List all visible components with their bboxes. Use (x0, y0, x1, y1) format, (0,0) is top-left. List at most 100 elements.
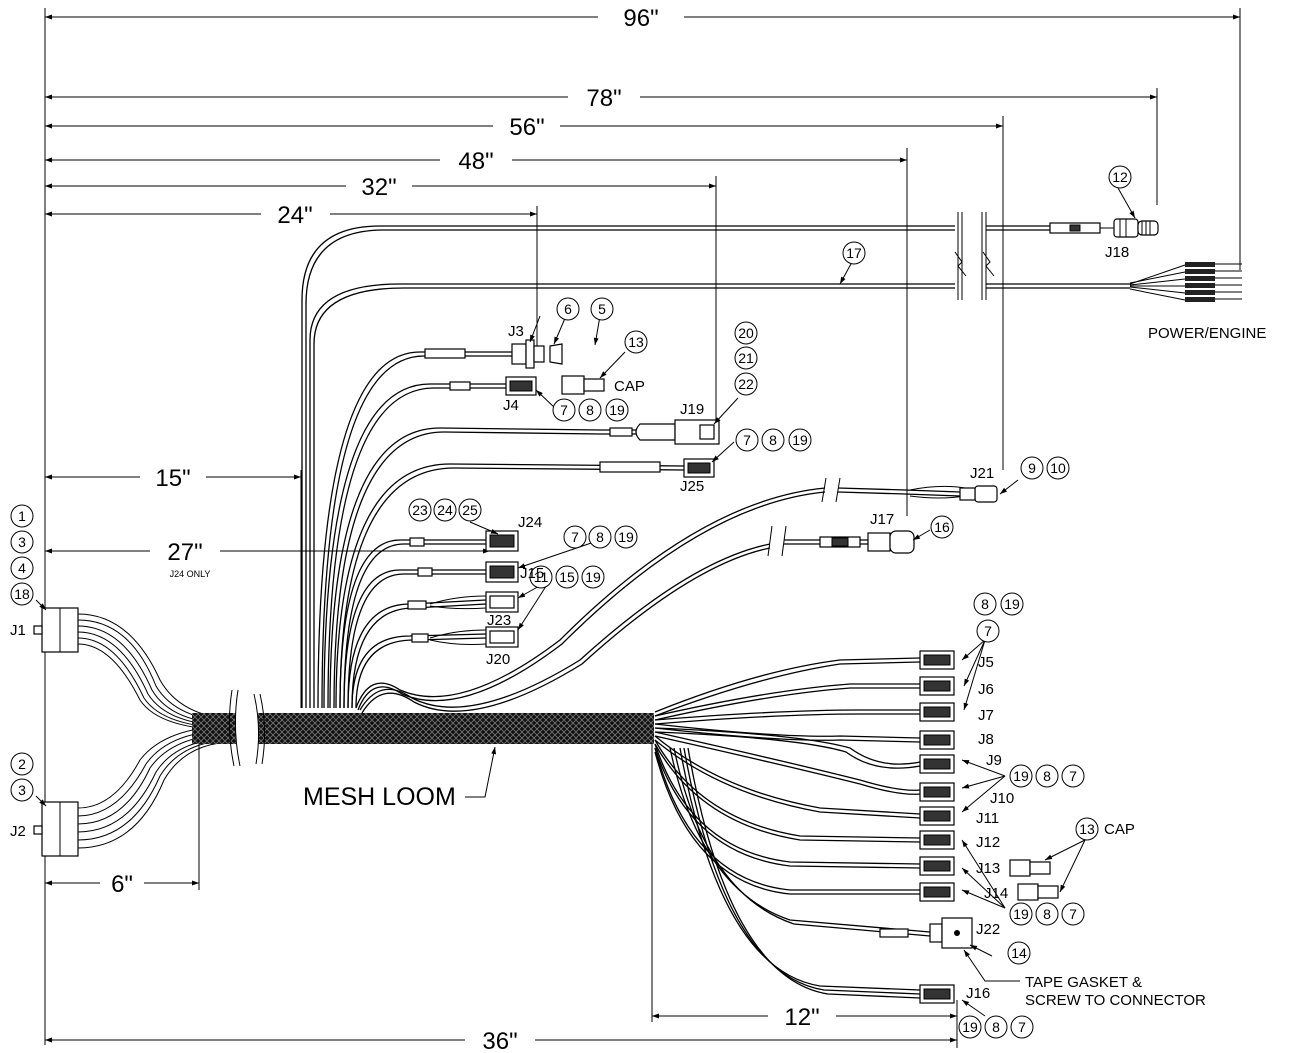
right-branches (654, 657, 931, 999)
svg-text:19: 19 (962, 1019, 978, 1035)
cable-j15 (343, 561, 519, 709)
leaders (35, 187, 1136, 1017)
cable-j25 (335, 458, 715, 709)
label-j13: J13 (976, 860, 1000, 877)
balloon-17: 17 (842, 241, 866, 265)
svg-text:8: 8 (586, 402, 594, 418)
label-j25: J25 (680, 478, 704, 495)
balloon-23: 23 (408, 498, 432, 522)
label-j24: J24 (518, 514, 542, 531)
label-power-engine: POWER/ENGINE (1148, 325, 1266, 342)
svg-text:8: 8 (1043, 768, 1051, 784)
label-j12: J12 (976, 834, 1000, 851)
dimension-12: 12" (652, 1004, 957, 1031)
dimension-32: 32" (45, 174, 716, 201)
balloon-20: 20 (734, 321, 758, 345)
svg-text:21: 21 (738, 350, 754, 366)
label-j14: J14 (984, 885, 1008, 902)
svg-text:19: 19 (618, 529, 634, 545)
label-tape-gasket-1: TAPE GASKET & (1025, 974, 1142, 991)
connector-j2-body (33, 801, 79, 857)
cable-j3 (317, 339, 563, 709)
svg-text:19: 19 (1013, 906, 1029, 922)
label-j4: J4 (503, 397, 519, 414)
balloon-13-cap-top: 13 (624, 330, 648, 354)
balloon-3-j1: 3 (10, 530, 34, 554)
dim-78-label: 78" (586, 85, 621, 112)
balloon-8-right-mid: 8 (1035, 764, 1059, 788)
balloon-11: 11 (529, 565, 553, 589)
loom-break (228, 689, 266, 767)
balloon-19-right-low: 19 (1009, 902, 1033, 926)
cable-j17 (359, 525, 915, 714)
cable-j4 (323, 375, 605, 709)
extension-lines (44, 8, 1241, 1048)
dim-56-label: 56" (509, 114, 544, 141)
dimension-6: 6" (45, 871, 199, 898)
balloon-7-j25: 7 (735, 428, 759, 452)
label-j8: J8 (978, 731, 994, 748)
label-mesh-loom: MESH LOOM (303, 783, 456, 811)
svg-text:14: 14 (1011, 945, 1027, 961)
balloon-25: 25 (458, 498, 482, 522)
right-connectors (879, 650, 1059, 1004)
cable-j19 (329, 419, 720, 709)
svg-text:9: 9 (1028, 460, 1036, 476)
balloon-8-right-low: 8 (1035, 902, 1059, 926)
dimension-24: 24" (45, 202, 537, 229)
svg-text:5: 5 (598, 301, 606, 317)
label-j21: J21 (970, 465, 994, 482)
dim-24-label: 24" (277, 202, 312, 229)
svg-text:3: 3 (18, 534, 26, 550)
svg-text:11: 11 (534, 569, 549, 585)
dim-48-label: 48" (458, 148, 493, 175)
dim-12-label: 12" (784, 1004, 819, 1031)
balloon-18: 18 (10, 582, 34, 606)
svg-text:8: 8 (992, 1019, 1000, 1035)
dimension-48: 48" (45, 148, 907, 175)
cable-power-engine (309, 262, 1242, 708)
balloon-9: 9 (1020, 456, 1044, 480)
svg-text:7: 7 (984, 623, 992, 639)
balloon-3-j2: 3 (10, 778, 34, 802)
dim-36-label: 36" (482, 1028, 517, 1053)
balloon-19-right-top: 19 (1000, 592, 1024, 616)
label-j23: J23 (487, 612, 511, 629)
label-j22: J22 (976, 921, 1000, 938)
label-j18: J18 (1105, 244, 1129, 261)
svg-text:3: 3 (18, 782, 26, 798)
balloon-4: 4 (10, 556, 34, 580)
svg-text:13: 13 (628, 334, 644, 350)
svg-text:6: 6 (564, 301, 572, 317)
balloon-7-right-top: 7 (976, 619, 1000, 643)
svg-text:19: 19 (609, 402, 625, 418)
cable-j2-bundle (77, 725, 236, 849)
balloon-16: 16 (930, 515, 954, 539)
dimension-15: 15" (45, 465, 301, 492)
balloon-8-j25: 8 (761, 428, 785, 452)
balloon-19-j16: 19 (958, 1015, 982, 1039)
balloon-19-j23: 19 (581, 565, 605, 589)
balloon-6: 6 (556, 297, 580, 321)
svg-text:7: 7 (1069, 906, 1077, 922)
label-j3: J3 (508, 323, 524, 340)
balloon-7-j16: 7 (1010, 1015, 1034, 1039)
balloon-14: 14 (1007, 941, 1031, 965)
svg-text:7: 7 (743, 432, 751, 448)
balloon-10: 10 (1046, 456, 1070, 480)
balloons: 12 17 6 5 13 20 21 22 7 8 19 7 8 19 9 10… (10, 165, 1132, 1039)
svg-text:1: 1 (18, 508, 26, 524)
svg-text:19: 19 (792, 432, 808, 448)
balloon-1: 1 (10, 504, 34, 528)
connector-j1-body (33, 607, 79, 653)
svg-text:12: 12 (1112, 169, 1128, 185)
svg-text:25: 25 (462, 502, 478, 518)
balloon-19-j15: 19 (614, 525, 638, 549)
svg-text:18: 18 (14, 586, 30, 602)
label-j16: J16 (966, 985, 990, 1002)
balloon-8-right-top: 8 (973, 592, 997, 616)
label-j19: J19 (680, 401, 704, 418)
balloon-7-j15: 7 (563, 525, 587, 549)
balloon-13-cap-right: 13 (1075, 817, 1099, 841)
